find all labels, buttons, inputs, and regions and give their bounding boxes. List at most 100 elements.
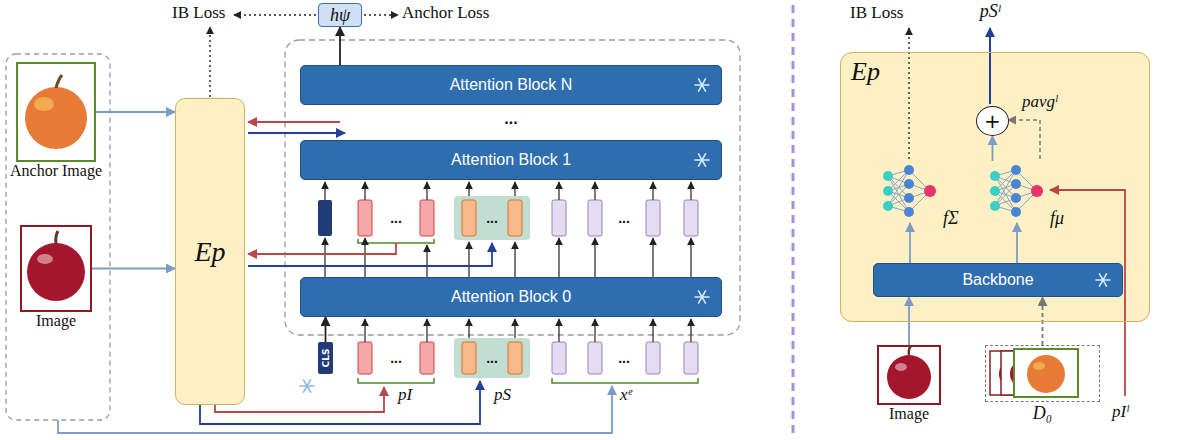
node-text: fμ (1050, 208, 1064, 229)
mean-network: fμ (986, 161, 1048, 223)
shared-prompt-token (462, 200, 476, 236)
prompt-group-band (454, 196, 530, 240)
snowflake-icon (693, 288, 711, 306)
loss-arrow (209, 27, 210, 97)
token-arrows (325, 182, 691, 342)
red-apple (887, 346, 931, 399)
image-frame: Image (877, 345, 941, 405)
node-text: Image (889, 405, 929, 423)
encoder-outline (285, 40, 740, 335)
prompt-group-band (454, 338, 530, 378)
node-text: Anchor Image (10, 162, 102, 180)
anchor-set-images (990, 349, 1078, 397)
cls-token (318, 200, 332, 236)
token-label: xᵉ (620, 385, 632, 405)
encoder-background (840, 52, 1150, 322)
snowflake-icon (1096, 274, 1110, 286)
node-text: fΣ (943, 208, 959, 229)
loss-arrow (908, 28, 909, 159)
patch-token (588, 200, 602, 236)
node-text: Image (36, 312, 76, 330)
attention-block: Attention Block 0 (300, 277, 722, 317)
ellipsis: ... (618, 350, 630, 366)
average-prompt-arrow (1008, 120, 1040, 159)
ellipsis: ... (486, 210, 498, 226)
projection-head: hψ (318, 3, 362, 27)
attention-block: Attention Block 1 (300, 140, 722, 180)
token-label: pS (494, 385, 511, 405)
connector (908, 297, 910, 345)
shared-prompt-token (462, 342, 476, 374)
node-text: Attention Block 1 (451, 151, 571, 169)
snowflake-icon (1094, 271, 1112, 289)
snowflake-icon (695, 154, 709, 166)
variance-network: fΣ (879, 161, 941, 223)
output-arrow (989, 28, 991, 104)
connector (92, 268, 175, 270)
snowflake-icon (693, 76, 711, 94)
embedding-line (58, 386, 612, 433)
prompt-insert-line (248, 132, 345, 134)
prompt-feedback-line (248, 121, 340, 123)
bracket (552, 378, 698, 383)
connector (992, 136, 994, 161)
network-icon (883, 165, 936, 217)
shared-prompt-token (508, 200, 522, 236)
image-prompt-token (420, 200, 434, 236)
patch-token (684, 342, 698, 374)
node-text: + (984, 109, 1001, 133)
attention-block: Attention Block N (300, 65, 722, 105)
ellipsis: ... (504, 110, 517, 128)
loss-label: Anchor Loss (402, 3, 489, 23)
backbone-block: Backbone (873, 263, 1123, 297)
loss-arrow (364, 14, 398, 15)
node-text: Attention Block N (450, 76, 573, 94)
prompt-insert-line (248, 243, 492, 266)
snowflake-icon (300, 380, 314, 392)
shared-prompt-token (508, 342, 522, 374)
node-text: Attention Block 0 (451, 288, 571, 306)
ellipsis: ... (390, 210, 402, 226)
snowflake-icon (695, 291, 709, 303)
cls-token: CLS (318, 342, 333, 374)
anchor-apple (25, 75, 87, 149)
connector (339, 27, 341, 65)
node-text: CLS (321, 349, 330, 368)
connector (325, 317, 327, 342)
patch-token (552, 200, 566, 236)
bracket (358, 239, 434, 243)
image-prompt-token (358, 200, 372, 236)
image-prompt-token (420, 342, 434, 374)
node-text: Ep (851, 57, 880, 87)
bracket (358, 378, 434, 383)
patch-token (684, 200, 698, 236)
node-text: Ep (194, 236, 225, 268)
snowflake-icon (695, 79, 709, 91)
image-frame: Image (20, 225, 92, 312)
image-prompt-token (358, 342, 372, 374)
panel-divider (792, 5, 795, 435)
connector (1042, 297, 1044, 345)
token-label: pI (398, 385, 412, 405)
node-text: hψ (330, 5, 350, 26)
output-label: pSˡ (980, 1, 1000, 22)
loss-arrow (234, 14, 316, 15)
patch-token (552, 342, 566, 374)
prompt-encoder: Ep (175, 98, 245, 405)
red-apple (27, 231, 85, 301)
ellipsis: ... (618, 210, 630, 226)
anchor-image-frame: Anchor Image (16, 62, 96, 162)
connector (909, 223, 911, 263)
input-group-outline (6, 54, 110, 420)
ellipsis: ... (486, 350, 498, 366)
connector (96, 111, 175, 113)
sum-node: + (976, 106, 1009, 136)
loss-label: IB Loss (850, 3, 903, 23)
ellipsis: ... (390, 350, 402, 366)
snowflake-icon (693, 151, 711, 169)
patch-token (646, 200, 660, 236)
anchor-set-frame: D₀ (985, 345, 1100, 402)
patch-token (588, 342, 602, 374)
